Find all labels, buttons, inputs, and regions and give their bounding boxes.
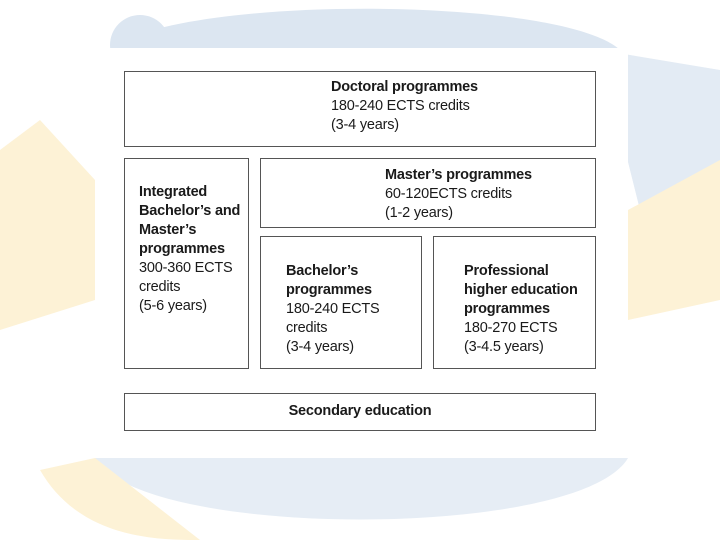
integrated-credits-line: 300-360 ECTS — [139, 260, 233, 276]
masters-credits: 60-120ECTS credits — [385, 186, 512, 202]
integrated-programmes-box: Integrated Bachelor’s and Master’s progr… — [124, 158, 249, 369]
masters-programmes-box: Master’s programmes 60-120ECTS credits (… — [260, 158, 596, 228]
bachelors-duration: (3-4 years) — [286, 339, 354, 355]
professional-title-line: Professional — [464, 263, 549, 279]
watermark-arch-shape — [110, 8, 620, 50]
professional-title-line: higher education — [464, 282, 578, 298]
masters-title: Master’s programmes — [385, 167, 532, 183]
secondary-title: Secondary education — [288, 403, 432, 419]
bachelors-credits-line: 180-240 ECTS — [286, 301, 380, 317]
doctoral-programmes-box: Doctoral programmes 180-240 ECTS credits… — [124, 71, 596, 147]
professional-programmes-box: Professional higher education programmes… — [433, 236, 596, 369]
integrated-credits-line: credits — [139, 279, 181, 295]
doctoral-title: Doctoral programmes — [331, 79, 478, 95]
secondary-education-box: Secondary education — [124, 393, 596, 431]
doctoral-duration: (3-4 years) — [331, 117, 399, 133]
professional-duration: (3-4.5 years) — [464, 339, 544, 355]
watermark-bottom-ring — [40, 458, 200, 540]
professional-title-line: programmes — [464, 301, 550, 317]
bachelors-title-line: programmes — [286, 282, 372, 298]
integrated-title-line: Bachelor’s and — [139, 203, 241, 219]
integrated-title-line: Integrated — [139, 184, 208, 200]
watermark-bottom-arc — [95, 458, 628, 520]
integrated-title-line: programmes — [139, 241, 225, 257]
masters-duration: (1-2 years) — [385, 205, 453, 221]
watermark-right-shape — [600, 50, 720, 210]
doctoral-credits: 180-240 ECTS credits — [331, 98, 470, 114]
bachelors-programmes-box: Bachelor’s programmes 180-240 ECTS credi… — [260, 236, 422, 369]
integrated-duration: (5-6 years) — [139, 298, 207, 314]
bachelors-credits-line: credits — [286, 320, 328, 336]
integrated-title-line: Master’s — [139, 222, 197, 238]
bachelors-title-line: Bachelor’s — [286, 263, 359, 279]
watermark-left-stripe — [0, 120, 95, 330]
watermark-right-stripe — [628, 160, 720, 320]
professional-credits: 180-270 ECTS — [464, 320, 558, 336]
